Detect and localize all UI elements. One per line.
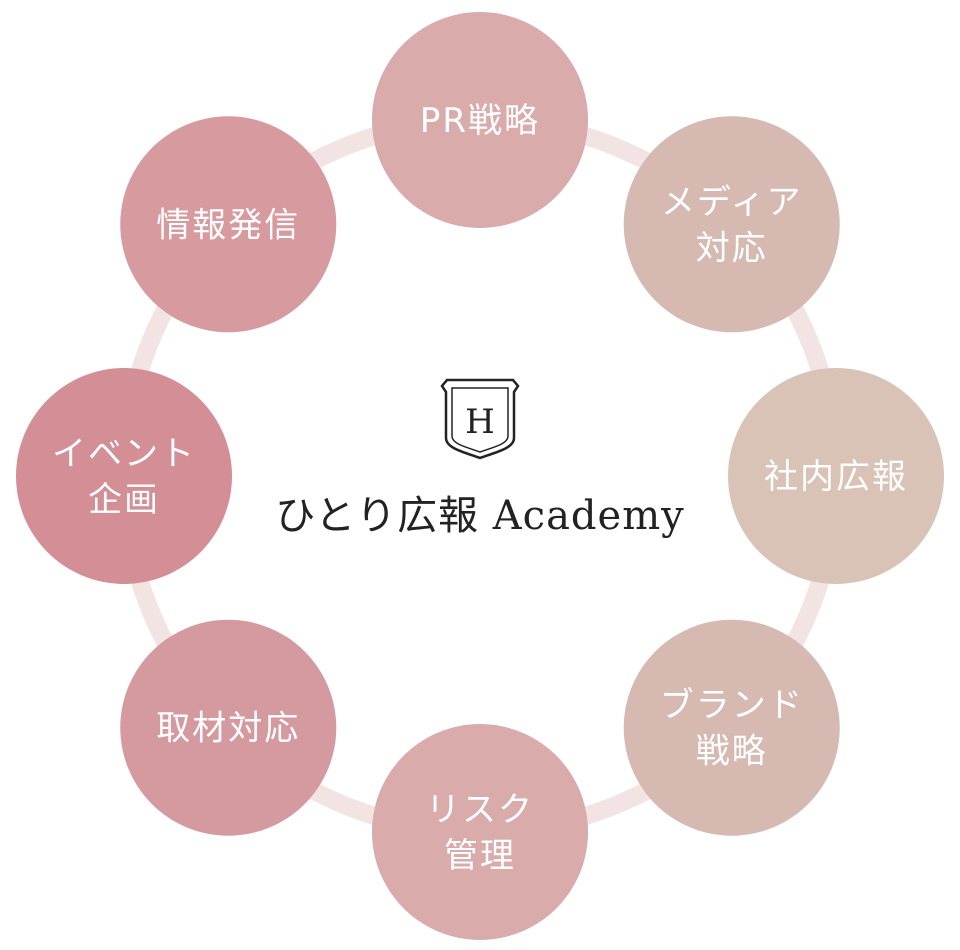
crest-icon: H (440, 378, 520, 460)
node-interview-handling: 取材対応 (120, 619, 337, 836)
node-circle (120, 116, 337, 333)
node-label: 企画 (88, 480, 160, 520)
node-label: リスク (426, 790, 534, 830)
crest-letter: H (465, 402, 495, 442)
node-label: イベント (52, 434, 196, 474)
node-information-dissemination: 情報発信 (120, 116, 337, 333)
node-internal-pr: 社内広報 (728, 368, 944, 584)
node-label: メディア (661, 182, 803, 222)
node-circle (623, 619, 840, 836)
node-label: 情報発信 (156, 205, 300, 245)
node-circle (728, 368, 944, 584)
node-pr-strategy: PR戦略 (372, 12, 588, 228)
node-label: PR戦略 (420, 101, 540, 141)
node-circle (623, 116, 840, 333)
node-label: ブランド (660, 686, 804, 726)
brand-name: ひとり広報 Academy (275, 493, 684, 539)
node-circle (372, 724, 588, 940)
node-label: 管理 (444, 836, 516, 876)
node-circle (16, 368, 232, 584)
node-label: 取材対応 (156, 709, 300, 749)
node-circle (372, 12, 588, 228)
node-circle (120, 619, 337, 836)
node-label: 対応 (696, 228, 768, 268)
center-logo: H ひとり広報 Academy (275, 378, 684, 539)
node-label: 戦略 (696, 732, 768, 772)
node-label: 社内広報 (764, 457, 908, 497)
